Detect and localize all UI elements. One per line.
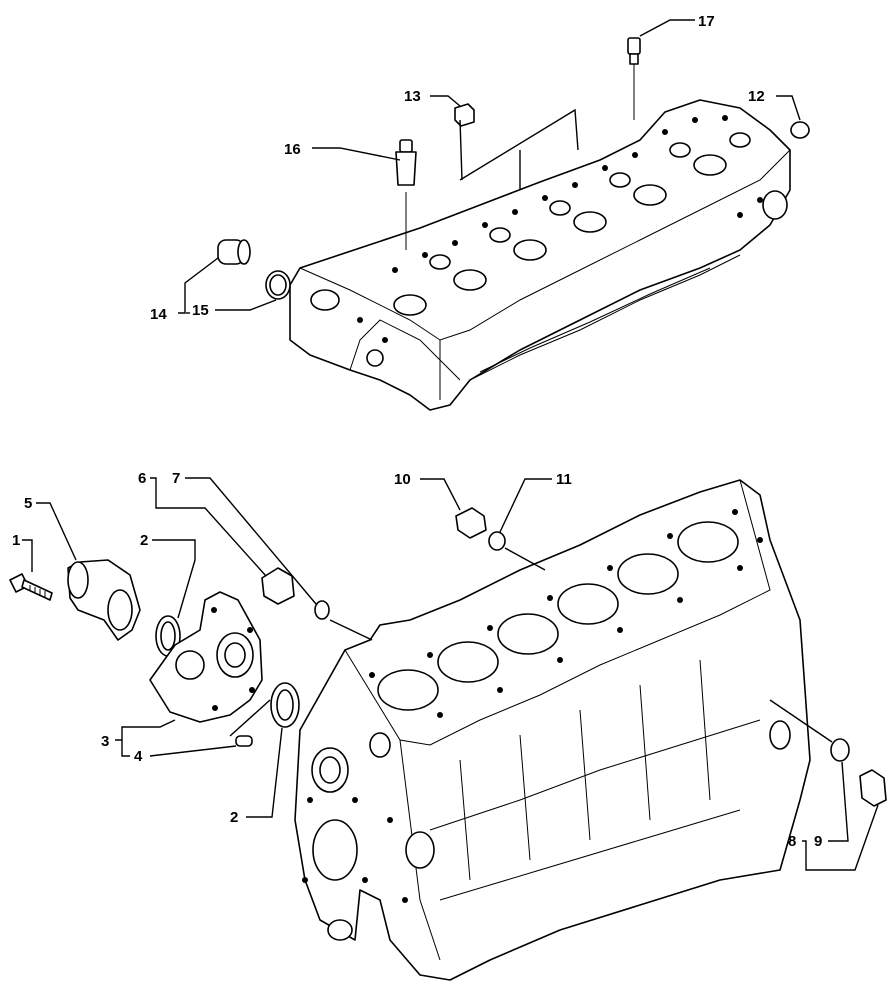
callout-4: 4 <box>134 748 143 765</box>
callout-6: 6 <box>138 470 146 487</box>
part-6-plug <box>261 567 295 605</box>
callout-8: 8 <box>788 833 796 850</box>
part-16-sensor <box>395 139 417 250</box>
part-2-o-ring-lower <box>270 682 300 728</box>
part-5-elbow-housing <box>67 559 141 641</box>
part-14-plug <box>217 239 251 265</box>
part-12-plug <box>790 121 810 139</box>
part-2-o-ring-upper <box>155 615 181 657</box>
part-17-sensor <box>627 37 641 120</box>
callout-numbers: 17 12 13 16 14 15 1 5 2 3 4 2 6 7 10 11 … <box>12 13 822 850</box>
callout-12: 12 <box>748 88 765 105</box>
callout-2-lower: 2 <box>230 809 238 826</box>
callout-17: 17 <box>698 13 715 30</box>
cylinder-head <box>289 99 791 411</box>
callout-1: 1 <box>12 532 20 549</box>
part-10-plug <box>455 507 487 539</box>
callout-10: 10 <box>394 471 411 488</box>
part-8-plug <box>859 769 887 807</box>
callout-11: 11 <box>556 471 572 488</box>
part-7-seal-ring <box>314 600 330 620</box>
callout-5: 5 <box>24 495 32 512</box>
callout-13: 13 <box>404 88 421 105</box>
callout-2-upper: 2 <box>140 532 148 549</box>
callout-15: 15 <box>192 302 209 319</box>
part-15-seal-ring <box>265 270 291 300</box>
callout-3: 3 <box>101 733 109 750</box>
callout-9: 9 <box>814 833 822 850</box>
leader-lines <box>22 19 879 871</box>
cylinder-block <box>294 479 811 981</box>
callout-7: 7 <box>172 470 180 487</box>
callout-14: 14 <box>150 306 167 323</box>
callout-16: 16 <box>284 141 301 158</box>
part-4-dowel <box>235 735 253 747</box>
part-11-seal-ring <box>488 531 506 551</box>
part-1-bolt <box>9 573 53 601</box>
part-3-thermostat-housing <box>149 591 263 723</box>
part-9-seal-ring <box>830 738 850 762</box>
part-13-plug <box>454 103 475 127</box>
